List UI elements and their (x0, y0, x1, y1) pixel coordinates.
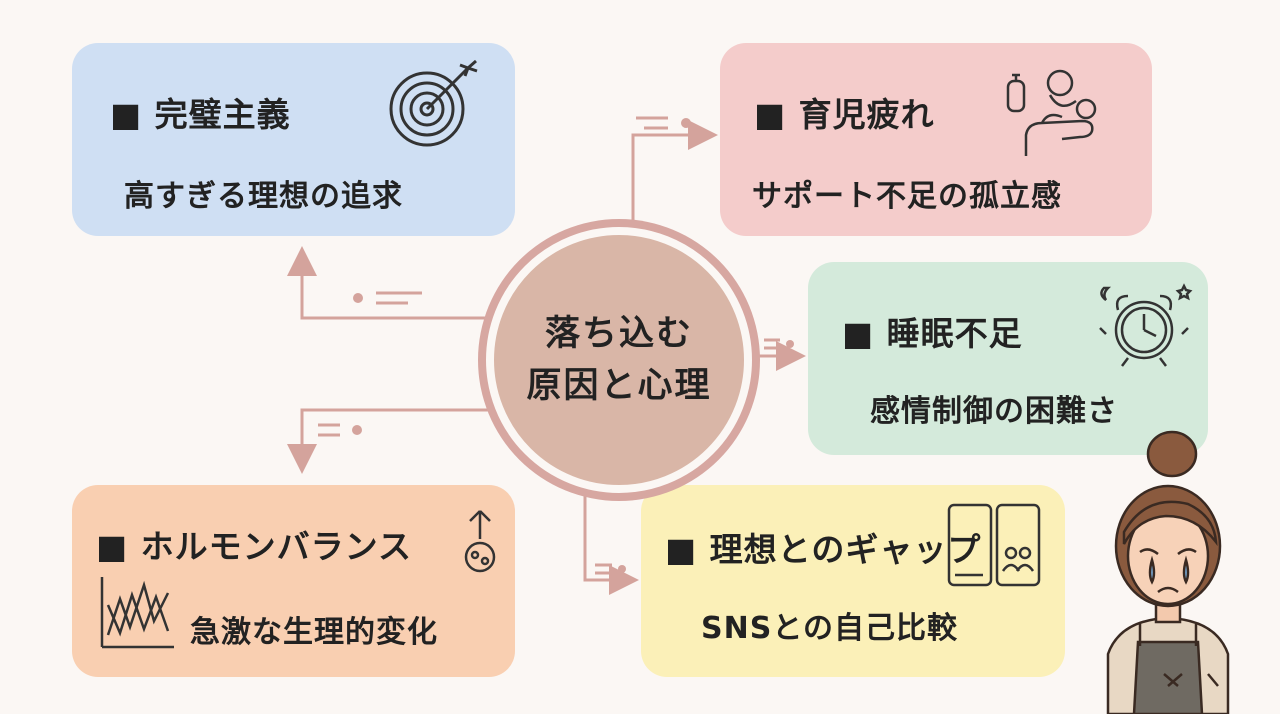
card-perfectionism: ■ 完璧主義 高すぎる理想の追求 (72, 43, 515, 236)
central-topic-line-2: 原因と心理 (526, 366, 712, 406)
target-arrow-icon (389, 59, 478, 147)
card-hormone: ■ ホルモンバランス 急激な生理的変化 (72, 485, 515, 677)
card-gap: ■ 理想とのギャップ SNSとの自己比較 (641, 485, 1065, 677)
connector-childcare (631, 120, 718, 220)
card-title: ■ 睡眠不足 (842, 314, 1023, 353)
connector-gap (583, 495, 639, 595)
card-subtitle: SNSとの自己比較 (701, 611, 959, 646)
card-subtitle: 高すぎる理想の追求 (124, 179, 403, 214)
card-title: ■ 理想とのギャップ (665, 530, 982, 569)
connector-perfectionism (287, 246, 488, 320)
sad-woman-illustration (1106, 430, 1230, 714)
card-sleep: ■ 睡眠不足 感情制御の困難さ (808, 262, 1208, 455)
card-subtitle: 感情制御の困難さ (870, 394, 1118, 429)
smartphones-icon (947, 503, 1041, 587)
baby-care-icon (1006, 69, 1097, 156)
card-title: ■ ホルモンバランス (96, 527, 413, 566)
central-topic-line-1: 落ち込む (544, 314, 693, 354)
card-subtitle: サポート不足の孤立感 (752, 179, 1062, 214)
hormone-flask-icon (464, 510, 496, 573)
card-title: ■ 完璧主義 (110, 95, 291, 134)
fluctuating-chart-icon (100, 577, 174, 649)
connector-hormone (287, 408, 494, 474)
card-childcare: ■ 育児疲れ サポート不足の孤立感 (720, 43, 1152, 236)
alarm-clock-icon (1099, 283, 1193, 367)
card-subtitle: 急激な生理的変化 (190, 615, 438, 650)
central-topic: 落ち込む 原因と心理 (486, 227, 752, 493)
card-title: ■ 育児疲れ (754, 95, 935, 134)
